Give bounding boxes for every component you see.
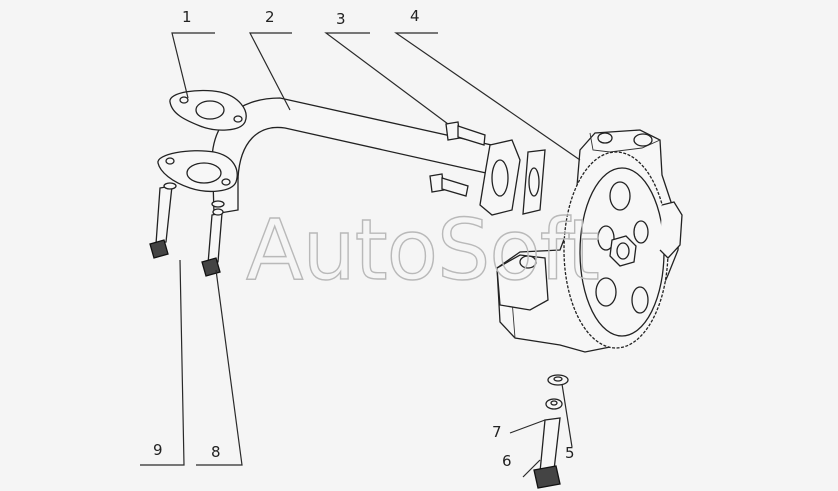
pipe-flange [157, 150, 238, 193]
callout-6: 6 [502, 452, 512, 470]
callout-labels: 1 2 3 4 5 6 7 8 9 [153, 7, 575, 470]
suction-pipe [211, 97, 506, 215]
callout-1: 1 [182, 8, 192, 26]
callout-3: 3 [336, 10, 346, 28]
callout-4: 4 [410, 7, 420, 25]
callout-5: 5 [565, 444, 575, 462]
callout-2: 2 [265, 8, 275, 26]
bottom-bolt-set [533, 374, 569, 489]
leader-lines [140, 32, 581, 478]
callout-9: 9 [153, 441, 163, 459]
callout-8: 8 [211, 443, 221, 461]
flange-bolts [429, 121, 486, 197]
watermark-text: AutoSoft [246, 201, 599, 299]
callout-7: 7 [492, 423, 502, 441]
flange-gasket [169, 89, 247, 131]
oil-pump-assembly [496, 129, 683, 353]
long-bolts [149, 182, 225, 277]
outlet-flange [479, 139, 546, 216]
